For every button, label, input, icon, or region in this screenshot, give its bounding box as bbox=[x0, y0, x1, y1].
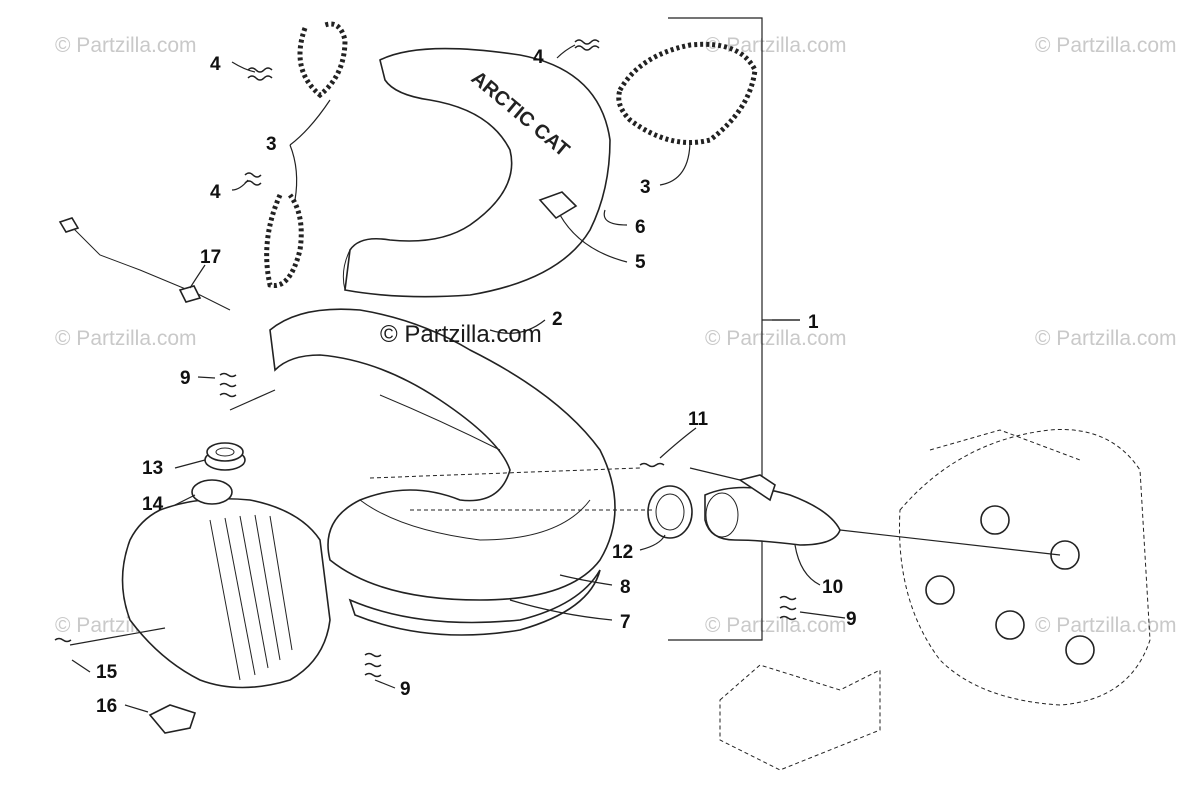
watermark: © Partzilla.com bbox=[1035, 34, 1177, 57]
callout-15: 15 bbox=[96, 662, 118, 683]
callout-13: 13 bbox=[142, 458, 163, 479]
manifold-assembly bbox=[647, 474, 841, 546]
springs-item-9-11 bbox=[54, 372, 797, 678]
callout-17: 17 bbox=[200, 247, 221, 268]
watermark: © Partzilla.com bbox=[1035, 327, 1177, 350]
muffler bbox=[121, 449, 331, 734]
clamp-chains bbox=[264, 21, 758, 289]
callout-6: 6 bbox=[635, 217, 646, 238]
watermark-layer: © Partzilla.com © Partzilla.com © Partzi… bbox=[55, 34, 1177, 637]
callout-14: 14 bbox=[142, 494, 164, 515]
callout-1: 1 bbox=[808, 312, 819, 333]
callout-4: 4 bbox=[533, 47, 544, 68]
leader-lines bbox=[71, 44, 846, 713]
callout-9: 9 bbox=[400, 679, 411, 700]
center-watermark: © Partzilla.com bbox=[380, 321, 542, 348]
callout-4: 4 bbox=[210, 54, 221, 75]
callout-2: 2 bbox=[552, 309, 563, 330]
decal-icon bbox=[538, 191, 578, 220]
expansion-chamber bbox=[269, 308, 616, 636]
sensor-lead bbox=[58, 217, 231, 311]
alignment-lines bbox=[69, 467, 1061, 646]
watermark: © Partzilla.com bbox=[55, 327, 197, 350]
callout-8: 8 bbox=[620, 577, 631, 598]
callout-4: 4 bbox=[210, 182, 221, 203]
callout-9: 9 bbox=[180, 368, 191, 389]
callout-12: 12 bbox=[612, 542, 633, 563]
heat-shield: ARCTIC CAT bbox=[342, 47, 611, 298]
callout-9: 9 bbox=[846, 609, 857, 630]
watermark: © Partzilla.com bbox=[705, 327, 847, 350]
gasket-13 bbox=[206, 442, 244, 462]
callout-5: 5 bbox=[635, 252, 646, 273]
watermark: © Partzilla.com bbox=[55, 34, 197, 57]
mount-bracket bbox=[719, 664, 881, 771]
callout-3: 3 bbox=[266, 134, 277, 155]
watermark: © Partzilla.com bbox=[705, 34, 847, 57]
callout-11: 11 bbox=[688, 409, 709, 430]
callout-3: 3 bbox=[640, 177, 651, 198]
watermark: © Partzilla.com bbox=[1035, 614, 1177, 637]
callout-16: 16 bbox=[96, 696, 117, 717]
engine-block bbox=[899, 429, 1151, 706]
callout-7: 7 bbox=[620, 612, 631, 633]
watermark: © Partzilla.com bbox=[705, 614, 847, 637]
callout-10: 10 bbox=[822, 577, 843, 598]
callout-labels: 1 2 3 3 4 4 4 5 6 7 8 9 9 9 10 11 12 13 … bbox=[96, 47, 857, 717]
